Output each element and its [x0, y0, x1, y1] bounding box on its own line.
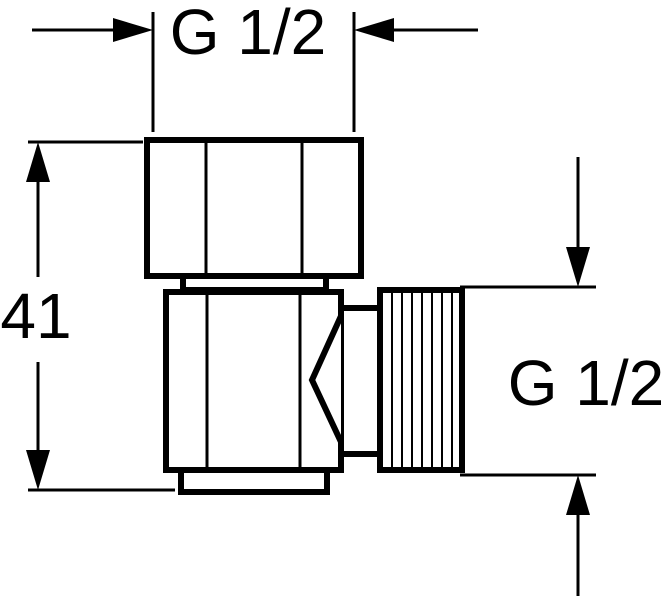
right-arrow-down-icon	[566, 247, 590, 287]
left-arrow-up-icon	[26, 142, 50, 182]
top-arrow-left-icon	[113, 18, 153, 42]
left-dimension: 41	[0, 140, 175, 492]
outlet-junction	[308, 314, 344, 444]
right-dimension: G 1/2	[460, 157, 664, 596]
right-dimension-label: G 1/2	[508, 347, 665, 419]
top-hex-nut	[144, 137, 364, 279]
right-arrow-up-icon	[566, 475, 590, 515]
upper-neck	[180, 273, 329, 293]
left-dimension-label: 41	[0, 280, 71, 352]
outlet-collar	[337, 305, 383, 457]
top-dimension: G 1/2	[32, 0, 478, 132]
top-arrow-right-icon	[354, 18, 394, 42]
left-arrow-down-icon	[26, 450, 50, 490]
bottom-ring	[178, 467, 330, 495]
fitting-body	[144, 137, 465, 495]
top-dimension-label: G 1/2	[170, 0, 327, 68]
